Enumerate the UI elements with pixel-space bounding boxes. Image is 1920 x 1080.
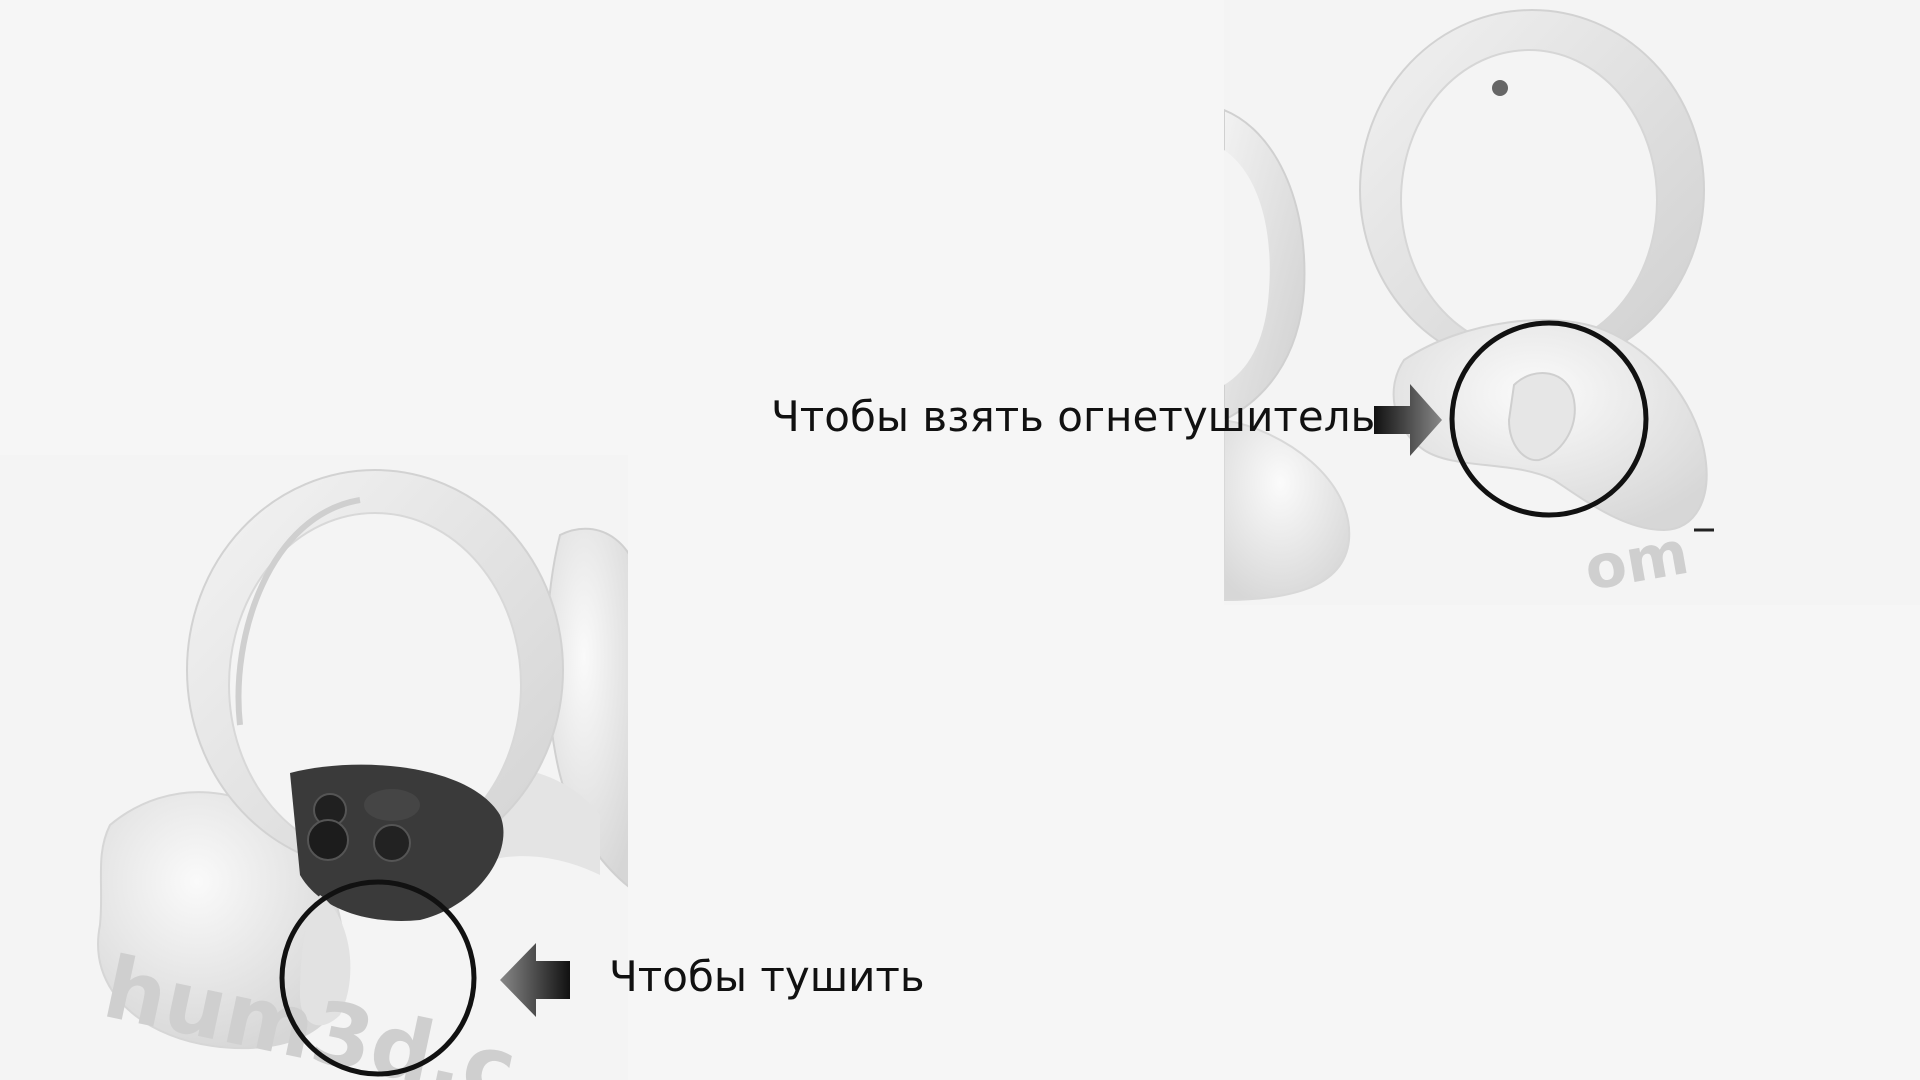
arrow-right-icon — [1374, 384, 1442, 456]
watermark-right: om — [1579, 518, 1693, 605]
controller-photo-right: om — [1224, 0, 1920, 605]
highlight-circle-grip — [1449, 320, 1649, 518]
caption-grab-extinguisher: Чтобы взять огнетушитель — [771, 392, 1376, 441]
caption-extinguish: Чтобы тушить — [609, 952, 925, 1001]
controller-illustration-left: hum3d.c — [96, 469, 628, 1080]
highlight-circle-trigger — [279, 879, 477, 1077]
arrow-left-icon — [500, 943, 570, 1017]
controller-illustration-right: om — [1224, 9, 1714, 605]
controller-photo-left: hum3d.c — [0, 455, 628, 1080]
